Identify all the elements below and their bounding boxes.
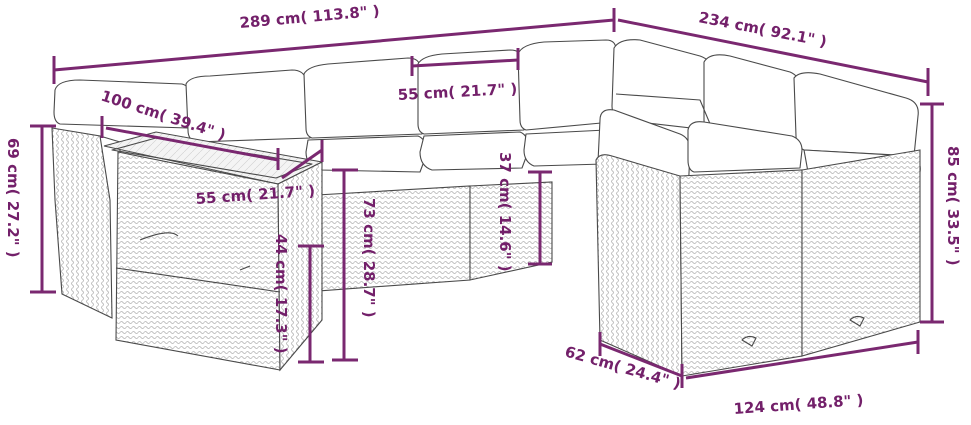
right-back-modules — [611, 39, 919, 157]
back-module-4 — [517, 39, 617, 167]
dimension-lines — [30, 8, 944, 388]
left-corner-module — [51, 79, 191, 319]
side-height-label: 69 cm( 27.2" ) — [4, 138, 22, 258]
back-height-label: 73 cm( 28.7" ) — [360, 198, 378, 318]
seat-width-line — [411, 58, 519, 68]
seat-height-label: 37 cm( 14.6" ) — [496, 152, 514, 272]
table-length-line — [105, 126, 279, 162]
total-depth-line — [617, 18, 929, 84]
right-front-module — [595, 109, 921, 377]
table-height-label: 44 cm( 17.3" ) — [272, 234, 290, 354]
back-module-3 — [417, 49, 553, 281]
module-depth-line — [599, 342, 683, 378]
table-width-line — [281, 148, 323, 180]
total-width-label: 289 cm( 113.8" ) — [239, 2, 381, 32]
coffee-table — [103, 131, 324, 372]
back-module-1 — [185, 69, 311, 143]
total-height-label: 85 cm( 33.5" ) — [944, 146, 962, 266]
total-depth-label: 234 cm( 92.1" ) — [697, 8, 828, 50]
module-width-line — [685, 340, 919, 380]
module-width-label: 124 cm( 48.8" ) — [733, 391, 864, 418]
total-width-line — [53, 18, 615, 72]
